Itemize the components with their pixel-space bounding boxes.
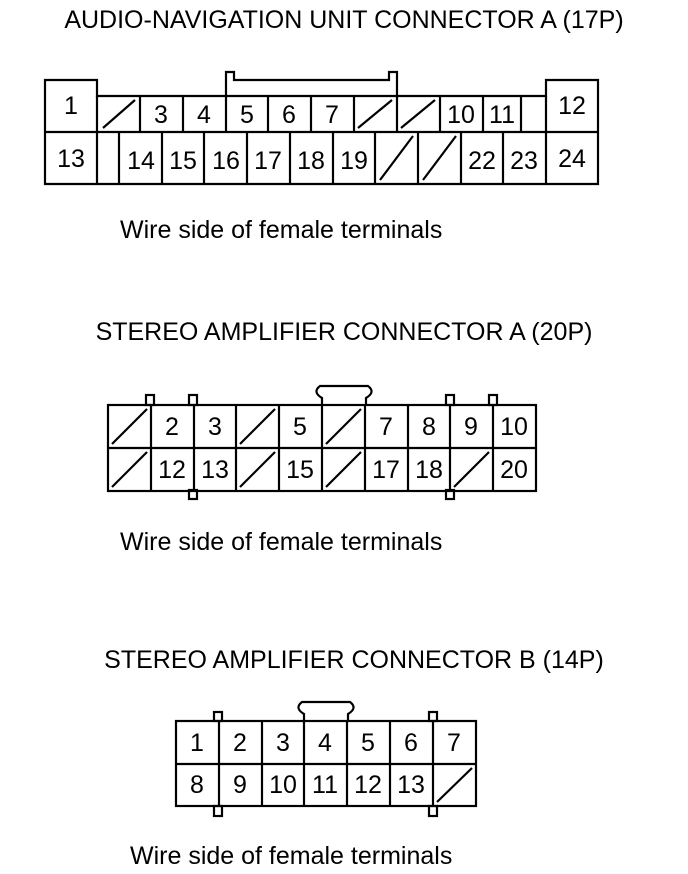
pin-label: 18 (297, 147, 325, 175)
pin-label: 24 (558, 145, 586, 173)
pin-label: 6 (404, 729, 418, 757)
pin-label: 19 (340, 147, 368, 175)
pin-label: 5 (361, 729, 375, 757)
pin-label: 1 (190, 729, 204, 757)
pin-label: 3 (276, 729, 290, 757)
pin-label: 17 (372, 456, 400, 484)
pin-label: 13 (57, 145, 85, 173)
pin-label: 5 (293, 413, 307, 441)
pin-label: 16 (212, 147, 240, 175)
pin-label: 20 (500, 456, 528, 484)
pin-label: 9 (233, 771, 247, 799)
pin-label: 18 (415, 456, 443, 484)
pin-label: 12 (558, 92, 586, 120)
pin-label: 7 (325, 101, 339, 129)
connector-caption: Wire side of female terminals (120, 216, 443, 244)
pin-label: 4 (197, 101, 211, 129)
pin-label: 8 (422, 413, 436, 441)
pin-label: 10 (447, 101, 475, 129)
pin-label: 22 (468, 147, 496, 175)
connector-title: STEREO AMPLIFIER CONNECTOR A (20P) (95, 318, 593, 346)
pin-label: 7 (379, 413, 393, 441)
pin-label: 15 (286, 456, 314, 484)
connector-caption: Wire side of female terminals (130, 842, 453, 870)
pin-label: 1 (64, 92, 78, 120)
pin-label: 3 (208, 413, 222, 441)
pin-label: 12 (354, 771, 382, 799)
pin-label: 15 (169, 147, 197, 175)
pin-label: 3 (154, 101, 168, 129)
pin-label: 2 (233, 729, 247, 757)
pin-label: 11 (312, 771, 338, 799)
pin-label: 13 (397, 771, 425, 799)
connector-b-14p-diagram: 1 2 3 4 5 6 7 8 9 10 11 12 13 (174, 700, 478, 818)
connector-a-17p-diagram: 1 3 4 5 6 7 10 11 12 13 14 15 16 17 18 1… (43, 70, 600, 186)
connector-caption: Wire side of female terminals (120, 528, 443, 556)
connector-title: AUDIO-NAVIGATION UNIT CONNECTOR A (17P) (64, 6, 624, 34)
pin-label: 6 (282, 101, 296, 129)
connector-title: STEREO AMPLIFIER CONNECTOR B (14P) (104, 646, 604, 674)
pin-label: 8 (190, 771, 204, 799)
pin-label: 9 (464, 413, 478, 441)
pin-label: 10 (269, 771, 297, 799)
pin-label: 23 (510, 147, 538, 175)
pin-label: 7 (447, 729, 461, 757)
connector-a-20p-diagram: 2 3 5 7 8 9 10 12 13 15 17 18 20 (106, 384, 538, 501)
pin-label: 10 (500, 413, 528, 441)
pin-label: 11 (489, 101, 515, 129)
pin-label: 14 (127, 147, 155, 175)
pin-label: 2 (165, 413, 179, 441)
pin-label: 4 (318, 729, 332, 757)
pin-label: 5 (240, 101, 254, 129)
pin-label: 17 (254, 147, 282, 175)
pin-label: 12 (158, 456, 186, 484)
pin-label: 13 (201, 456, 229, 484)
